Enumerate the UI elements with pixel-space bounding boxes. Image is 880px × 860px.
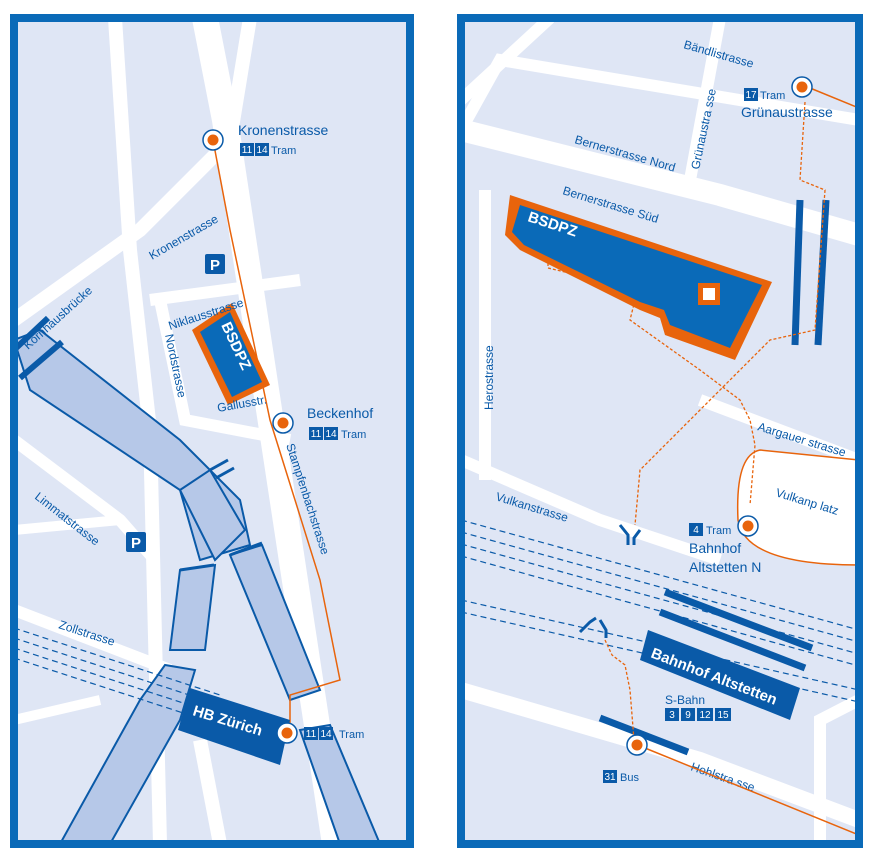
road-zollstrasse xyxy=(14,604,173,676)
left-bridges xyxy=(14,328,382,844)
stop-bahnhof-altstetten-n[interactable]: 4 Tram Bahnhof Altstetten N xyxy=(689,515,761,575)
svg-text:17: 17 xyxy=(745,90,757,101)
svg-text:Bus: Bus xyxy=(620,772,639,784)
road-vulkanstrasse xyxy=(461,454,722,566)
svg-text:11: 11 xyxy=(306,729,317,740)
road-stampfenbachstrasse xyxy=(192,18,348,844)
stop-gruenaustrasse[interactable]: 17 Tram Grünaustrasse xyxy=(741,76,859,120)
road-kronenstrasse xyxy=(14,18,257,326)
stop-hb-zuerich[interactable]: 11 14 Tram xyxy=(276,722,364,744)
svg-text:15: 15 xyxy=(717,710,729,721)
svg-text:4: 4 xyxy=(693,525,699,536)
bsdpz-building-right: BSDPZ xyxy=(505,195,772,360)
svg-text:14: 14 xyxy=(256,145,268,156)
road-hohlstrasse xyxy=(461,682,859,828)
stop-gruenaustrasse-name: Grünaustrasse xyxy=(741,104,833,120)
svg-text:Tram: Tram xyxy=(271,145,296,157)
svg-text:P: P xyxy=(131,535,141,552)
stop-beckenhof[interactable]: Beckenhof 11 14 Tram xyxy=(272,405,373,441)
road-west-vertical xyxy=(108,18,167,844)
bridge-junction xyxy=(178,468,247,562)
stop-altstetten-name-line2: Altstetten N xyxy=(689,559,761,575)
stop-altstetten-name-line1: Bahnhof xyxy=(689,540,741,556)
svg-text:12: 12 xyxy=(699,710,711,721)
bridge-south-west xyxy=(58,663,197,844)
sbahn-label: S-Bahn xyxy=(665,693,705,707)
parking-sign-2: P xyxy=(126,532,146,552)
station-platforms xyxy=(598,199,830,756)
road-nordstrasse xyxy=(154,298,292,446)
road-minor-1 xyxy=(14,515,121,535)
stop-kronenstrasse[interactable]: Kronenstrasse 11 14 Tram xyxy=(202,122,328,157)
station-entrance-markers xyxy=(578,524,642,638)
road-niklausstrasse xyxy=(149,274,301,306)
left-roads xyxy=(14,18,348,844)
stop-beckenhof-name: Beckenhof xyxy=(307,405,373,421)
svg-text:Tram: Tram xyxy=(760,90,785,102)
tram-route-left xyxy=(212,139,341,735)
kornhausbruecke-bar-2 xyxy=(14,315,51,353)
hb-zuerich-station: HB Zürich xyxy=(178,688,290,765)
road-minor-2 xyxy=(14,695,102,725)
road-south-1 xyxy=(193,738,227,844)
road-aargauerstrasse xyxy=(697,394,859,466)
svg-text:11: 11 xyxy=(242,145,253,156)
courtyard xyxy=(703,288,715,300)
svg-text:31: 31 xyxy=(604,772,616,783)
svg-text:14: 14 xyxy=(320,729,332,740)
bridge-tick-marks xyxy=(179,458,263,572)
left-panel-frame xyxy=(10,14,414,848)
sbahn-info: S-Bahn 3 9 12 15 xyxy=(665,693,731,721)
road-gruenaustrasse xyxy=(684,18,726,182)
svg-text:14: 14 xyxy=(325,429,337,440)
stop-bus-31[interactable]: 31 Bus xyxy=(603,734,859,836)
road-baendlistrasse xyxy=(461,53,859,133)
stop-kronenstrasse-name: Kronenstrasse xyxy=(238,122,328,138)
bridge-south-east xyxy=(298,723,382,844)
svg-text:3: 3 xyxy=(669,710,675,721)
street-label-herostrasse: Herostrasse xyxy=(482,345,496,410)
svg-text:9: 9 xyxy=(685,710,691,721)
svg-text:Tram: Tram xyxy=(341,429,366,441)
parking-sign-1: P xyxy=(205,254,225,274)
left-map-panel: BSDPZ HB Zürich P P Kronenstrasse Niklau… xyxy=(10,14,414,848)
svg-text:Tram: Tram xyxy=(339,729,364,741)
right-roads xyxy=(461,18,859,844)
svg-text:11: 11 xyxy=(311,429,322,440)
road-se xyxy=(814,694,859,844)
road-bernerstrasse-nord xyxy=(461,119,859,246)
kornhausbruecke-bar xyxy=(18,339,64,381)
right-panel-frame xyxy=(457,14,863,848)
svg-text:Tram: Tram xyxy=(706,525,731,537)
right-map-panel: Bahnhof Altstetten BSDPZ xyxy=(457,14,863,848)
svg-text:P: P xyxy=(210,257,220,274)
